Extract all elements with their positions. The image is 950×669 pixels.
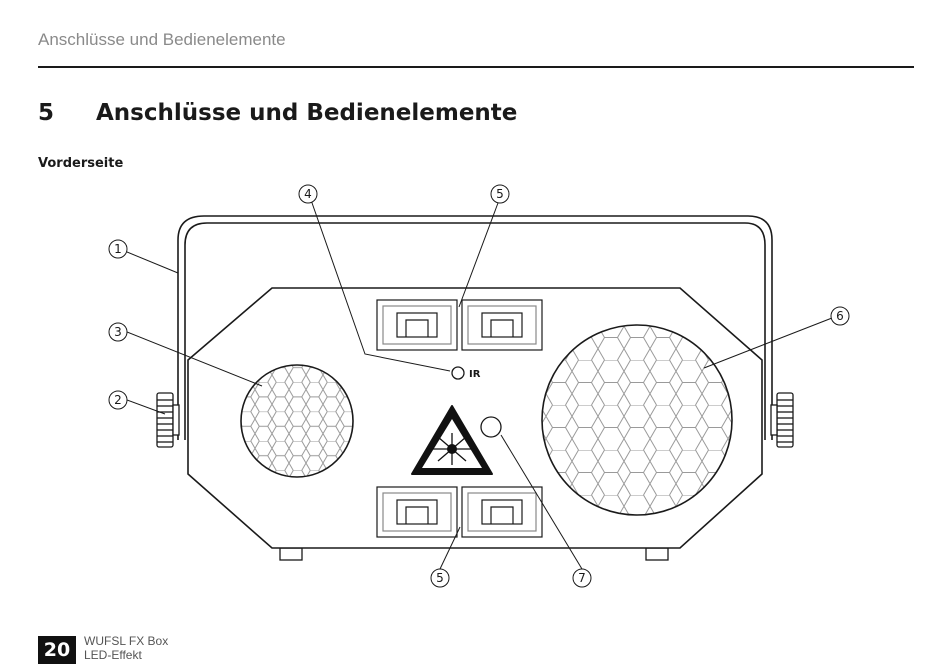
adjustment-knob-right [770,392,794,448]
laser-aperture [480,416,502,438]
section-heading: 5 Anschlüsse und Bedienelemente [38,100,517,126]
effect-window-top-left [376,299,458,351]
section-number: 5 [38,100,55,126]
ir-label: IR [469,369,481,380]
callout-7: 7 [572,568,592,588]
footer-product-name: WUFSL FX Box [84,634,169,648]
running-header: Anschlüsse und Bedienelemente [38,30,286,49]
svg-text:7: 7 [578,571,586,585]
effect-window-top-right [461,299,543,351]
svg-text:5: 5 [496,187,504,201]
callout-2: 2 [108,390,128,410]
callout-leaders [126,199,833,570]
adjustment-knob-left [156,392,180,448]
svg-text:1: 1 [114,242,122,256]
foot-right [645,547,669,561]
callout-4: 4 [298,184,318,204]
svg-text:3: 3 [114,325,122,339]
page-number: 20 [38,636,76,664]
led-lens-small [240,364,354,478]
section-title: Anschlüsse und Bedienelemente [96,100,518,126]
callout-1: 1 [108,239,128,259]
effect-window-bottom-right [461,486,543,538]
foot-left [279,547,303,561]
svg-text:5: 5 [436,571,444,585]
callout-3: 3 [108,322,128,342]
effect-window-bottom-left [376,486,458,538]
svg-text:6: 6 [836,309,844,323]
svg-text:4: 4 [304,187,312,201]
footer-product: WUFSL FX Box LED-Effekt [84,634,168,662]
callout-5-bottom: 5 [430,568,450,588]
mounting-bracket [177,215,773,440]
led-lens-large [541,324,733,516]
svg-text:2: 2 [114,393,122,407]
callout-5-top: 5 [490,184,510,204]
subsection-heading: Vorderseite [38,156,124,171]
footer-product-type: LED-Effekt [84,648,142,662]
ir-sensor [451,366,465,380]
callout-6: 6 [830,306,850,326]
header-rule [38,66,914,68]
laser-warning-icon [411,405,493,475]
